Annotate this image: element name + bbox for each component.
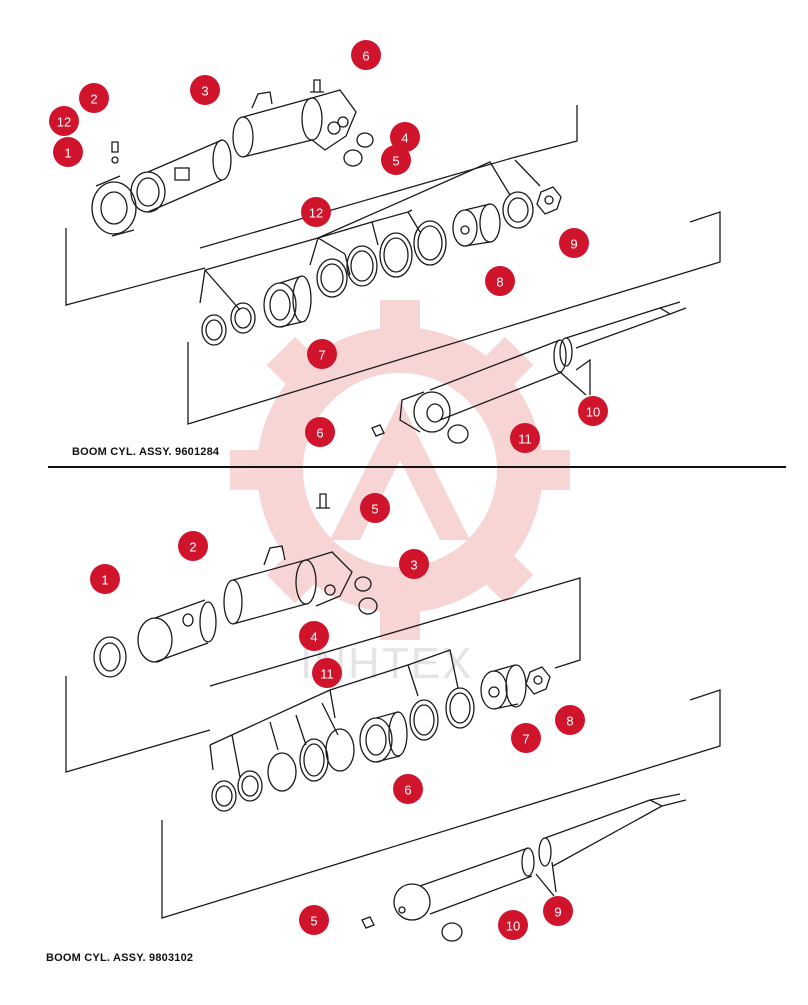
callout-b10: 10 [498,910,528,940]
callout-number: 3 [201,84,208,99]
callout-circle [299,621,329,651]
callout-circle [559,228,589,258]
callout-circle [543,896,573,926]
callout-t3: 3 [190,75,220,105]
callout-circle [399,549,429,579]
callout-circle [511,723,541,753]
callout-number: 10 [506,919,520,934]
callout-t9: 9 [559,228,589,258]
callout-number: 8 [566,714,573,729]
callout-circle [305,417,335,447]
callout-b3: 3 [399,549,429,579]
callout-number: 6 [316,426,323,441]
watermark-gear-icon [230,300,570,640]
callout-circle [510,423,540,453]
callout-t12a: 12 [49,106,79,136]
callout-circle [393,774,423,804]
callout-number: 2 [90,92,97,107]
callout-number: 4 [401,131,408,146]
callout-number: 11 [518,432,532,447]
top-assembly-title: BOOM CYL. ASSY. 9601284 [72,446,220,458]
callout-number: 5 [310,914,317,929]
callout-number: 9 [554,905,561,920]
callout-number: 10 [586,405,600,420]
callout-b11: 11 [312,658,342,688]
callout-circle [555,705,585,735]
callout-b4: 4 [299,621,329,651]
callout-number: 5 [392,154,399,169]
callout-number: 1 [64,146,71,161]
callout-number: 1 [101,573,108,588]
callout-t10: 10 [578,396,608,426]
callout-t1: 1 [53,137,83,167]
callout-t11: 11 [510,423,540,453]
callout-b9: 9 [543,896,573,926]
callout-circle [301,197,331,227]
callout-t2: 2 [79,83,109,113]
bottom-exploded-view [65,493,721,942]
callout-number: 3 [410,558,417,573]
callout-circle [79,83,109,113]
callout-circle [299,905,329,935]
callout-number: 12 [57,115,71,130]
callout-circle [498,910,528,940]
callout-t7: 7 [307,339,337,369]
callout-b8: 8 [555,705,585,735]
callout-circle [49,106,79,136]
callout-t4: 4 [390,122,420,152]
callout-circle [351,40,381,70]
callout-b2: 2 [178,531,208,561]
callout-circle [190,75,220,105]
callout-circle [578,396,608,426]
callout-b5b: 5 [299,905,329,935]
callout-number: 7 [318,348,325,363]
callout-circle [53,137,83,167]
callout-b7: 7 [511,723,541,753]
callout-t5: 5 [381,145,411,175]
callout-circle [485,266,515,296]
callout-number: 2 [189,540,196,555]
callout-circle [178,531,208,561]
callout-circle [312,658,342,688]
callout-number: 9 [570,237,577,252]
callout-number: 8 [496,275,503,290]
callout-b1: 1 [90,564,120,594]
callout-circle [90,564,120,594]
bottom-assembly-title: BOOM CYL. ASSY. 9803102 [46,952,194,964]
callout-number: 6 [362,49,369,64]
callout-b6: 6 [393,774,423,804]
callout-number: 12 [309,206,323,221]
callout-circle [307,339,337,369]
callout-number: 5 [371,502,378,517]
callout-circle [390,122,420,152]
callout-number: 4 [310,630,317,645]
callout-number: 11 [320,667,334,682]
callout-number: 7 [522,732,529,747]
callout-circle [381,145,411,175]
callout-t6b: 6 [305,417,335,447]
callout-circle [360,493,390,523]
callout-b5a: 5 [360,493,390,523]
top-exploded-view [65,79,721,444]
callout-t6a: 6 [351,40,381,70]
callout-number: 6 [404,783,411,798]
callout-t8: 8 [485,266,515,296]
callout-t12b: 12 [301,197,331,227]
